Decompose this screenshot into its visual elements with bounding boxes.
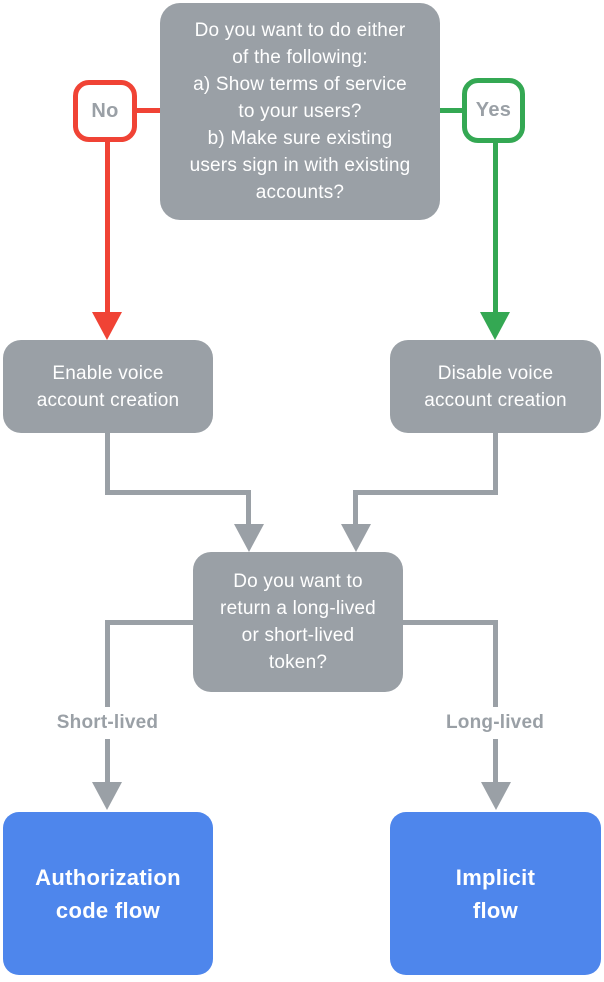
question-terms-of-service-node: Do you want to do either of the followin… [160,3,440,220]
yes-badge: Yes [462,78,525,143]
edge-no-vertical [105,140,110,312]
disable-voice-account-creation-node: Disable voice account creation [390,340,601,433]
question-token-lifetime-node: Do you want to return a long-lived or sh… [193,552,403,692]
yes-badge-label: Yes [475,99,512,121]
arrow-into-question-left-icon [234,524,264,552]
question-token-lifetime-text: Do you want to return a long-lived or sh… [220,571,376,673]
arrow-down-red-icon [92,312,122,340]
long-lived-tag: Long-lived [410,707,580,739]
edge-long-lived-across [403,620,498,625]
authorization-code-flow-text: Authorization code flow [35,864,181,923]
enable-voice-text: Enable voice account creation [36,362,180,411]
edge-yes-horizontal [438,108,464,113]
edge-enable-down [105,433,110,495]
short-lived-tag: Short-lived [23,707,192,739]
disable-voice-text: Disable voice account creation [424,362,567,411]
question-terms-of-service-text: Do you want to do either of the followin… [189,20,411,203]
arrow-into-question-right-icon [341,524,371,552]
long-lived-tag-label: Long-lived [445,712,545,733]
edge-disable-down [493,433,498,495]
edge-no-horizontal [135,108,162,113]
edge-enable-across [105,490,251,495]
edge-enable-into-question [246,492,251,524]
edge-long-lived-down [493,620,498,782]
edge-disable-into-question [353,492,358,524]
short-lived-tag-label: Short-lived [56,712,159,733]
enable-voice-account-creation-node: Enable voice account creation [3,340,213,433]
edge-disable-across [353,490,498,495]
edge-short-lived-down [105,620,110,782]
implicit-flow-text: Implicit flow [455,864,536,923]
edge-short-lived-across [105,620,193,625]
arrow-into-implicit-icon [481,782,511,810]
edge-yes-vertical [493,140,498,312]
arrow-into-auth-code-icon [92,782,122,810]
authorization-code-flow-node: Authorization code flow [3,812,213,975]
arrow-down-green-icon [480,312,510,340]
no-badge-label: No [91,99,119,122]
no-badge: No [73,80,137,142]
implicit-flow-node: Implicit flow [390,812,601,975]
